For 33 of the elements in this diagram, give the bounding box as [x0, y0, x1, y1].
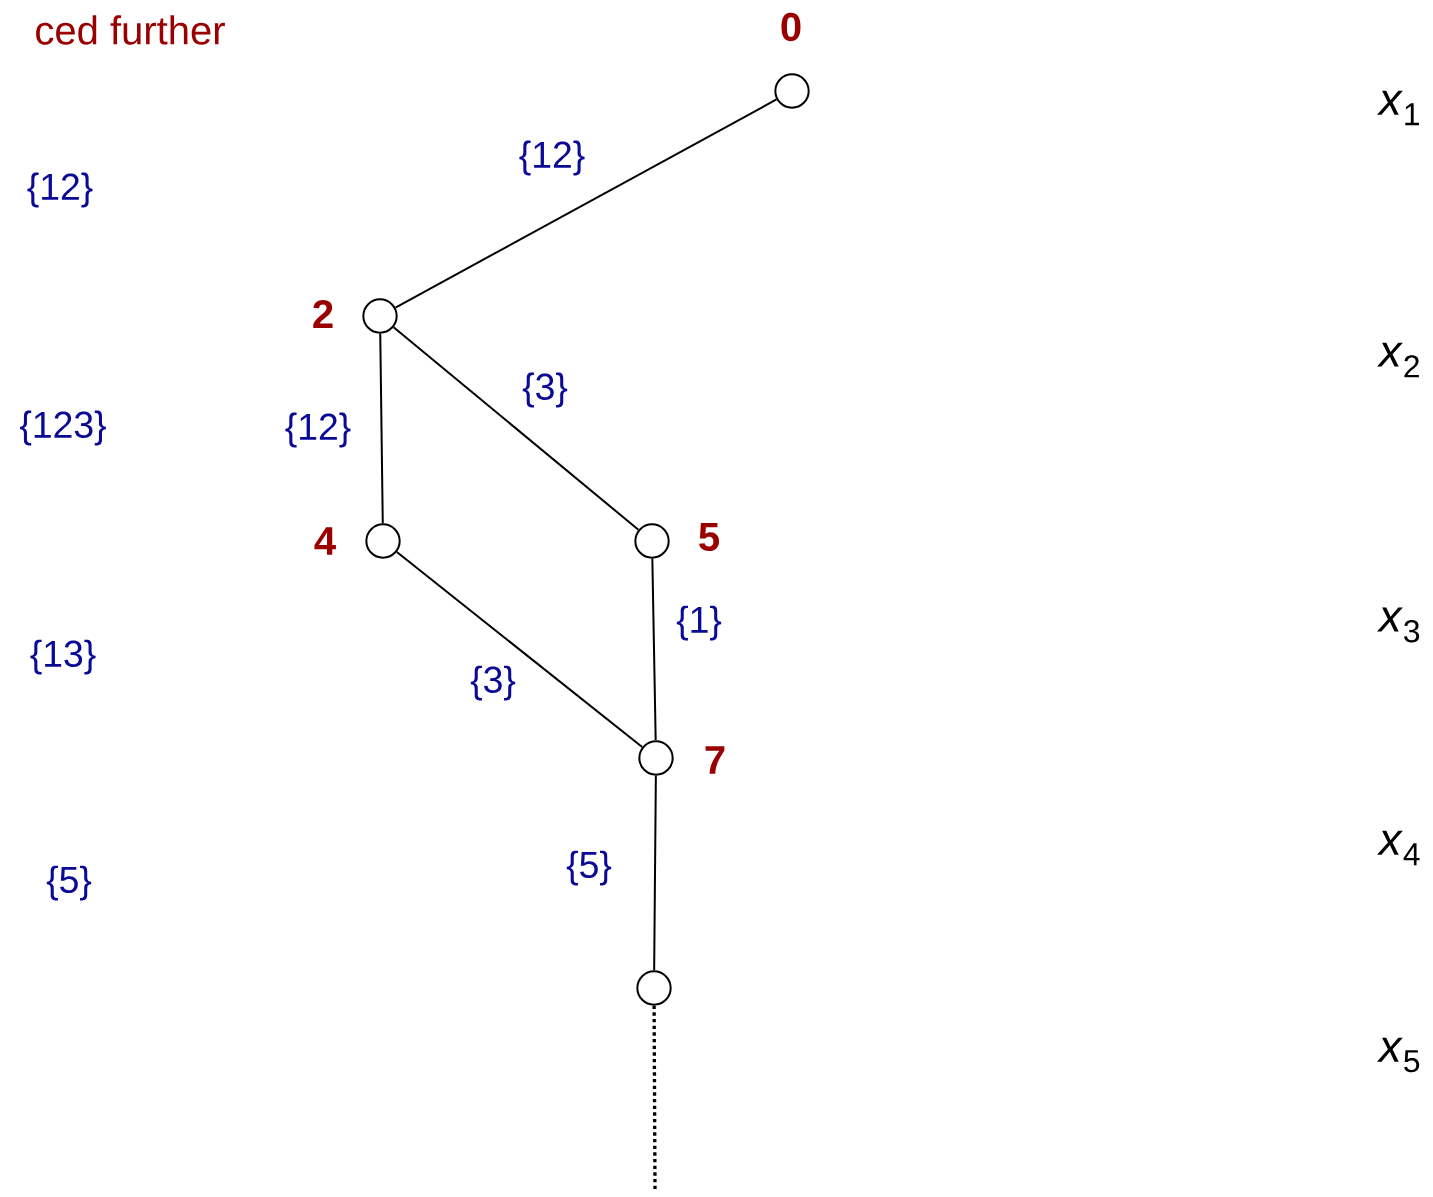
node-circle	[365, 523, 401, 559]
node-number: 4	[314, 527, 336, 555]
node-number: 5	[699, 523, 720, 551]
node-number: 2	[313, 300, 333, 328]
connector-line	[392, 326, 640, 531]
variable-label: x$_{5}$	[1377, 1037, 1420, 1073]
connector-line	[651, 557, 657, 742]
variable-label: x$_{2}$	[1377, 342, 1419, 378]
connector-line	[395, 551, 644, 748]
edge-label: {3}	[520, 371, 570, 409]
connector-line	[653, 774, 657, 972]
variable-label: x$_{1}$	[1377, 90, 1419, 126]
edge-label: {12}	[283, 411, 353, 449]
edge-label: {5}	[564, 849, 614, 887]
set-label: {123}	[20, 410, 106, 446]
node-circle	[362, 298, 398, 334]
connector-line	[394, 98, 778, 309]
node-number: 0	[781, 12, 801, 42]
set-label: {5}	[46, 865, 92, 901]
connector-line	[379, 332, 384, 525]
variable-label: x$_{4}$	[1377, 830, 1420, 866]
edge-label: {12}	[517, 139, 587, 177]
variable-label: x$_{3}$	[1377, 607, 1420, 643]
set-label: {13}	[30, 639, 96, 675]
node-circle	[774, 73, 810, 109]
node-circle	[638, 740, 674, 776]
edge-label: {1}	[674, 604, 724, 642]
note-text: ced further	[36, 15, 225, 45]
edge-label: {3}	[468, 664, 518, 702]
node-circle	[634, 523, 670, 559]
node-number: 7	[705, 746, 725, 774]
node-circle	[636, 970, 672, 1006]
set-label: {12}	[27, 172, 93, 208]
